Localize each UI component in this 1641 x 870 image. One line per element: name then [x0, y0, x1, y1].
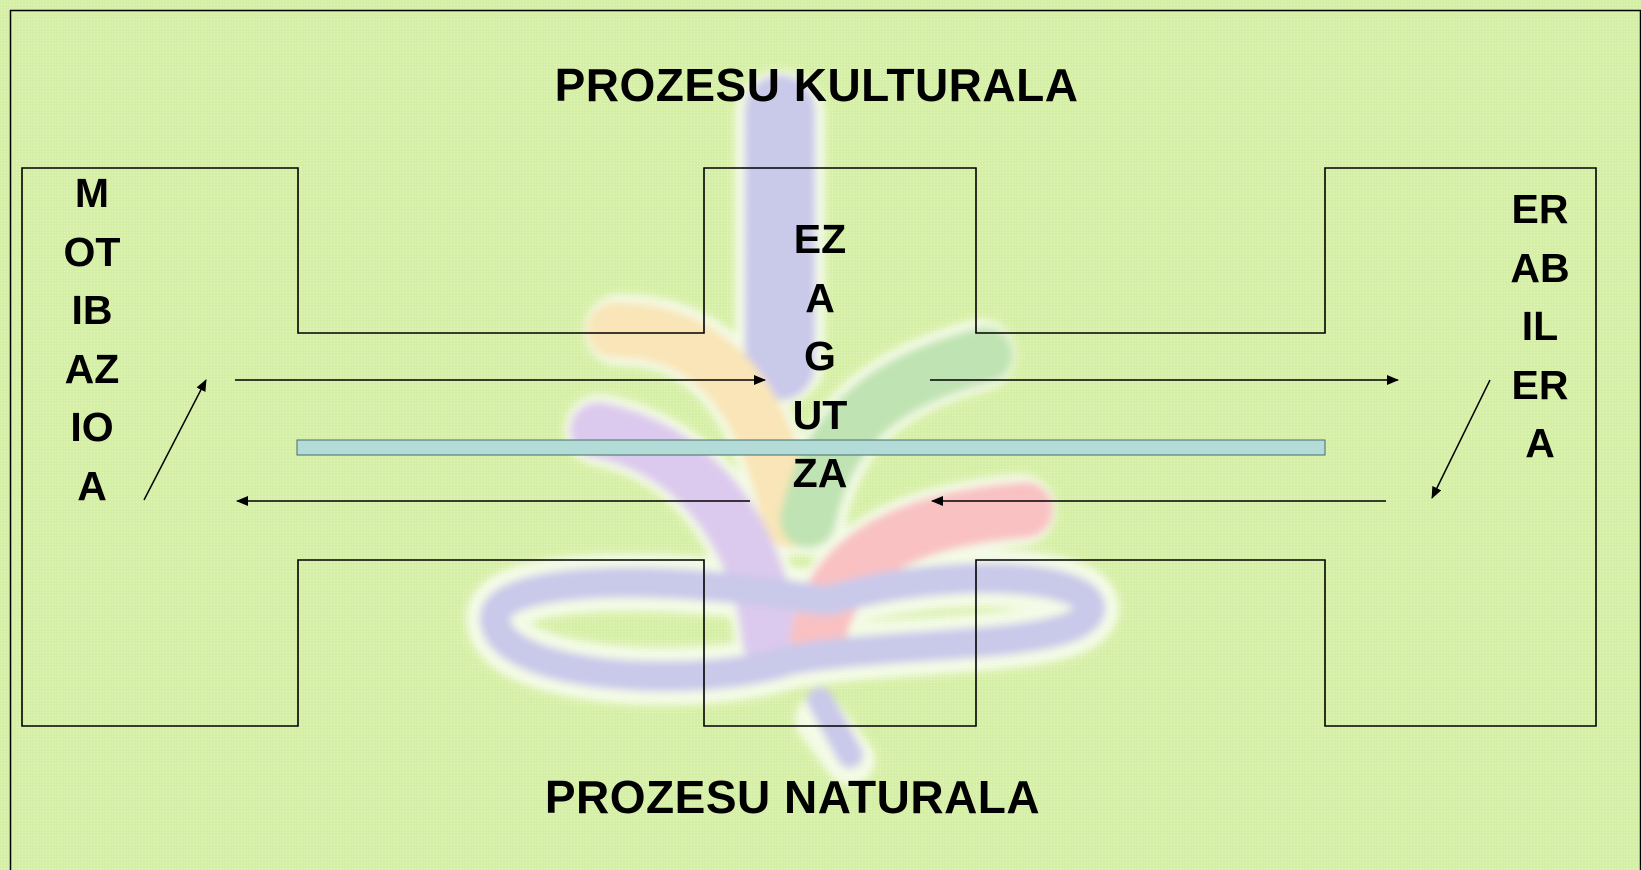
arrow-diagonal-left [143, 379, 207, 501]
label-motivation: MOTIBAZIOA [63, 170, 121, 509]
arrow-diagonal-right [1431, 379, 1491, 499]
title-natural-process: PROZESU NATURALA [544, 771, 1041, 823]
label-knowledge: EZAGUTZA [792, 216, 848, 496]
upper-channel-outline [21, 167, 1597, 727]
label-use: ERABILERA [1510, 186, 1570, 466]
divider-bar [296, 439, 1326, 456]
title-cultural-process: PROZESU KULTURALA [554, 59, 1079, 111]
